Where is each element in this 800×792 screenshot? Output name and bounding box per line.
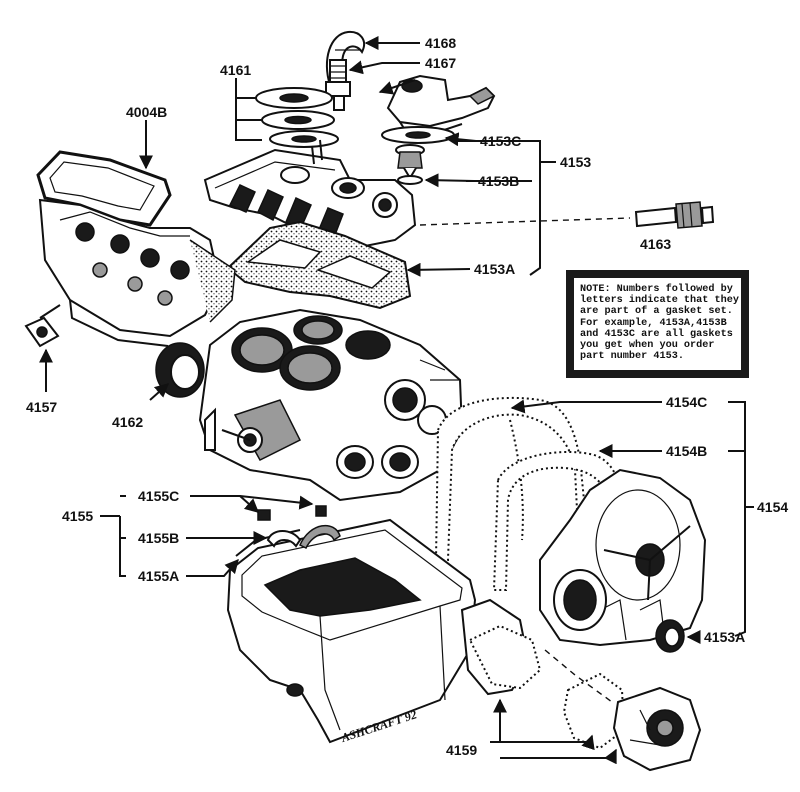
- note-line: part number 4153.: [580, 351, 684, 363]
- note-box: NOTE: Numbers followed by letters indica…: [566, 270, 749, 378]
- intake-gasket-4153A: [226, 220, 412, 310]
- label-4153B: 4153B: [478, 173, 519, 189]
- intake-manifold: [203, 139, 417, 250]
- water-pump: [612, 686, 702, 772]
- axis-line-water-pump: [544, 649, 613, 703]
- arrow-icon: [39, 36, 701, 765]
- gasket-4153C: [381, 126, 455, 144]
- label-4163: 4163: [640, 236, 671, 252]
- gasket-4161-set: [255, 87, 339, 148]
- label-4155C: 4155C: [138, 488, 179, 504]
- label-4153: 4153: [560, 154, 591, 170]
- sensor-4163: [634, 201, 715, 229]
- bracket-4153: [455, 140, 556, 276]
- engine-block: [198, 308, 464, 502]
- axis-line-4163: [419, 217, 631, 226]
- label-4154: 4154: [757, 499, 788, 515]
- note-line: you get when you order: [580, 340, 715, 352]
- label-4155B: 4155B: [138, 530, 179, 546]
- label-4154C: 4154C: [666, 394, 707, 410]
- note-text: NOTE: Numbers followed by letters indica…: [574, 278, 741, 370]
- bracket-4161: [235, 78, 262, 141]
- label-4154B: 4154B: [666, 443, 707, 459]
- note-line: For example, 4153A,4153B: [580, 317, 727, 329]
- oil-pan: [226, 518, 477, 744]
- label-4153A-top: 4153A: [474, 261, 515, 277]
- fitting-4167: [325, 59, 351, 111]
- label-4155A: 4155A: [138, 568, 179, 584]
- cylinder-head-4004B: [36, 150, 236, 347]
- seal-4153A: [655, 619, 685, 653]
- label-4159: 4159: [446, 742, 477, 758]
- label-4162: 4162: [112, 414, 143, 430]
- thermostat: [395, 144, 425, 180]
- note-line: are part of a gasket set.: [580, 306, 733, 318]
- label-4004B: 4004B: [126, 104, 167, 120]
- seal-4155C: [257, 505, 327, 521]
- gasket-4157: [24, 316, 60, 348]
- label-4153C: 4153C: [480, 133, 521, 149]
- gasket-4153B: [397, 175, 423, 185]
- water-pump-gaskets: [460, 598, 626, 750]
- label-4168: 4168: [425, 35, 456, 51]
- label-4167: 4167: [425, 55, 456, 71]
- front-cover: [539, 468, 707, 647]
- bracket-4155: [100, 495, 126, 577]
- label-4161: 4161: [220, 62, 251, 78]
- bracket-4154: [728, 401, 754, 637]
- seal-4155B: [266, 524, 341, 550]
- label-4153A-bottom: 4153A: [704, 629, 745, 645]
- note-line: NOTE: Numbers followed by: [580, 284, 733, 295]
- label-4155: 4155: [62, 508, 93, 524]
- note-line: and 4153C are all gaskets: [580, 328, 733, 340]
- label-4157: 4157: [26, 399, 57, 415]
- note-line: letters indicate that they: [580, 295, 739, 307]
